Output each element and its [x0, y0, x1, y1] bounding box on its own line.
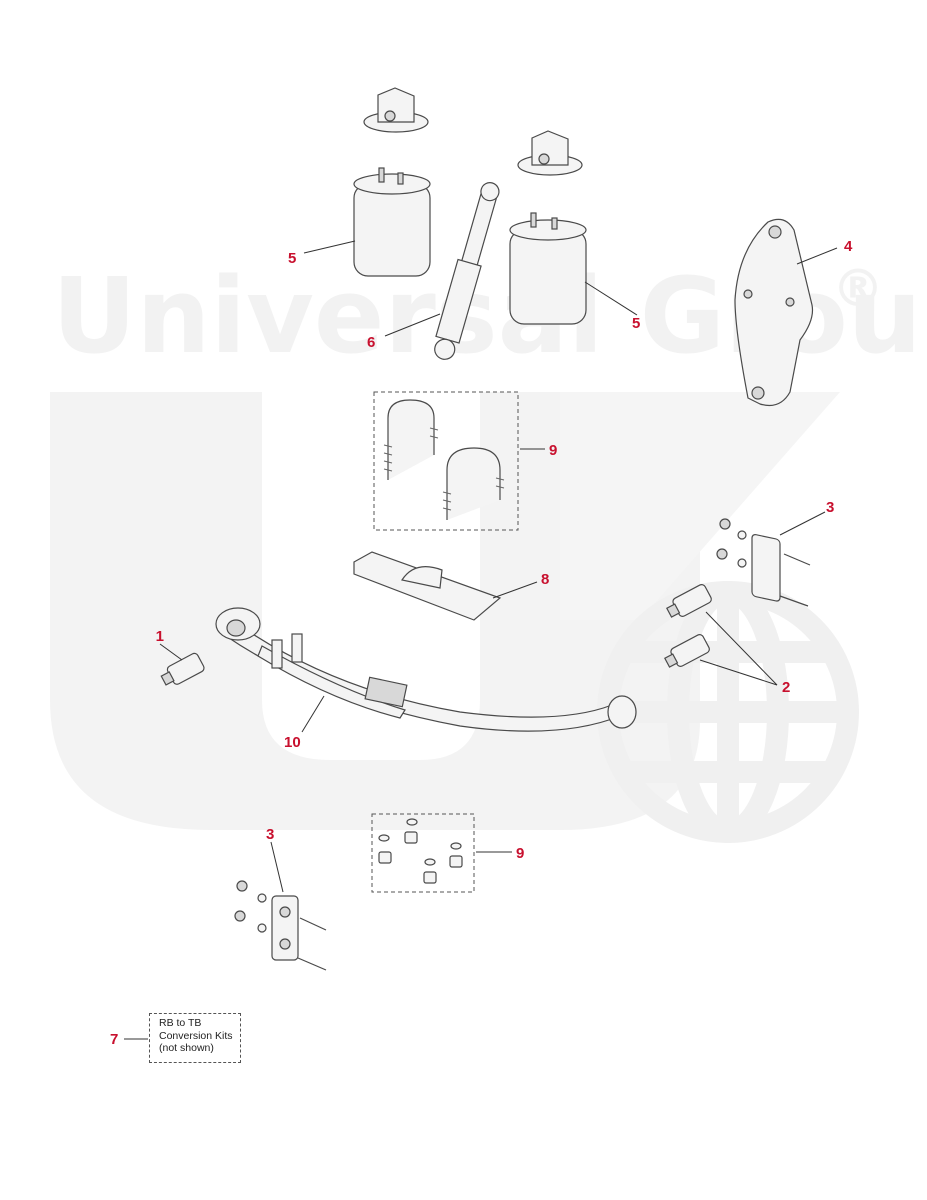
callout-4: 4 [844, 238, 853, 255]
shock-absorber [434, 182, 500, 360]
callout-10: 10 [284, 734, 301, 751]
note-line-1: RB to TB [159, 1017, 202, 1029]
u-bolt-kit [373, 391, 519, 531]
callout-5-left: 5 [288, 250, 296, 267]
conversion-kit-note-box: RB to TB Conversion Kits (not shown) [149, 1013, 241, 1063]
air-bag-mount-bracket-right [517, 130, 583, 176]
callout-3-lower: 3 [266, 826, 274, 843]
note-line-3: (not shown) [159, 1042, 214, 1054]
watermark-globe-icon [597, 581, 859, 843]
callout-7: 7 [110, 1031, 118, 1048]
callout-labels: 1 2 3 3 4 5 5 6 7 8 9 9 10 [110, 238, 853, 1048]
callout-9-upper: 9 [549, 442, 557, 459]
callout-9-lower: 9 [516, 845, 524, 862]
air-bag-mount-bracket-left [363, 87, 429, 133]
callout-5-right: 5 [632, 315, 640, 332]
shackle-side-plate-kit-right [716, 518, 811, 607]
note-line-2: Conversion Kits [159, 1029, 233, 1042]
nut-washer-kit [371, 813, 475, 893]
callout-2: 2 [782, 679, 790, 696]
shackle-side-plate-kit-left [234, 880, 327, 971]
bushing-left [160, 652, 205, 686]
callout-1: 1 [156, 628, 164, 645]
air-bag-left [353, 167, 431, 277]
leaf-spring [215, 607, 637, 732]
air-bag-right [509, 212, 587, 325]
watermark-registered-mark: ® [832, 259, 884, 319]
leader-lines [124, 240, 838, 1040]
callout-6: 6 [367, 334, 375, 351]
bushing-pair-right [664, 584, 712, 668]
spring-plate [353, 551, 502, 621]
callout-8: 8 [541, 571, 549, 588]
shackle-hanger [734, 218, 814, 407]
callout-3-upper: 3 [826, 499, 834, 516]
